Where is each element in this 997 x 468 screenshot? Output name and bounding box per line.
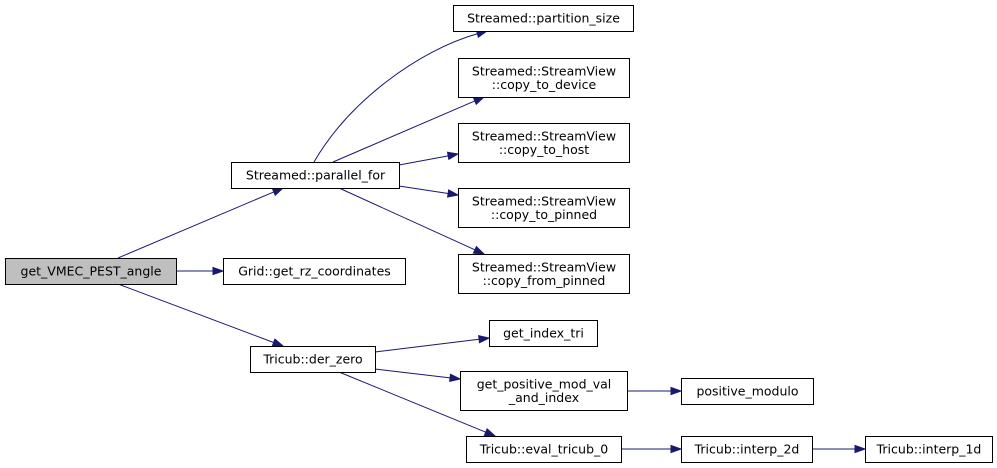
arrowhead-icon <box>446 151 460 161</box>
node-label: ::copy_to_host <box>499 142 589 157</box>
edge-line <box>398 185 449 194</box>
edge-parallel_for-to-copy_from_pinned <box>338 187 486 255</box>
node-label: _and_index <box>508 390 579 405</box>
node-interp-2d[interactable]: Tricub::interp_2d <box>681 436 813 463</box>
node-label: get_positive_mod_val <box>477 376 612 391</box>
edge-line <box>117 191 274 259</box>
edge-line <box>332 100 476 163</box>
node-copy-to-host[interactable]: Streamed::StreamView::copy_to_host <box>458 123 630 163</box>
edge-root-to-parallel_for <box>117 187 285 259</box>
node-eval-tricub-0[interactable]: Tricub::eval_tricub_0 <box>466 436 622 463</box>
node-copy-to-pinned[interactable]: Streamed::StreamView::copy_to_pinned <box>458 188 630 228</box>
node-der-zero[interactable]: Tricub::der_zero <box>250 346 376 373</box>
node-interp-1d[interactable]: Tricub::interp_1d <box>865 436 993 463</box>
node-get-index-tri[interactable]: get_index_tri <box>489 320 598 347</box>
node-label: ::copy_to_device <box>492 77 597 92</box>
node-copy-from-pinned[interactable]: Streamed::StreamView::copy_from_pinned <box>458 254 630 294</box>
node-box <box>458 123 630 163</box>
edge-line <box>338 187 476 251</box>
node-box <box>250 346 376 373</box>
edge-root-to-get_rz_coordinates <box>176 266 225 276</box>
arrowhead-icon <box>271 338 285 347</box>
edge-der_zero-to-eval_tricub_0 <box>338 371 497 437</box>
node-label: Streamed::parallel_for <box>246 168 386 183</box>
node-box <box>865 436 993 463</box>
node-get-positive-mod-val-and-index[interactable]: get_positive_mod_val_and_index <box>460 371 628 411</box>
edge-line <box>374 368 451 379</box>
node-copy-to-device[interactable]: Streamed::StreamView::copy_to_device <box>458 58 630 98</box>
node-label: Tricub::interp_2d <box>694 442 800 457</box>
node-label: Tricub::eval_tricub_0 <box>479 442 609 457</box>
node-get-rz-coordinates[interactable]: Grid::get_rz_coordinates <box>223 258 406 285</box>
node-label: Grid::get_rz_coordinates <box>238 264 391 279</box>
edge-der_zero-to-get_positive_mod_val_and_index <box>374 368 462 383</box>
arrowhead-icon <box>670 444 683 454</box>
edge-line <box>374 338 480 353</box>
node-label: ::copy_to_pinned <box>491 207 597 222</box>
node-label: Streamed::StreamView <box>472 193 616 208</box>
arrowhead-icon <box>854 444 867 454</box>
edge-parallel_for-to-copy_to_host <box>398 151 460 166</box>
node-partition-size[interactable]: Streamed::partition_size <box>453 5 634 32</box>
edge-parallel_for-to-copy_to_pinned <box>398 185 460 198</box>
edge-line <box>117 283 274 343</box>
node-box <box>460 371 628 411</box>
edge-eval_tricub_0-to-interp_2d <box>621 444 683 454</box>
edge-get_positive_mod_val_and_index-to-positive_modulo <box>627 386 683 396</box>
node-box <box>681 378 814 405</box>
node-label: get_VMEC_PEST_angle <box>21 264 162 279</box>
arrowhead-icon <box>449 373 462 383</box>
node-box <box>231 162 400 189</box>
node-box <box>5 258 177 285</box>
node-box <box>458 254 630 294</box>
node-label: get_index_tri <box>503 326 584 341</box>
edge-root-to-der_zero <box>117 283 285 347</box>
edge-line <box>338 371 486 433</box>
edge-line <box>398 155 449 166</box>
node-label: ::copy_from_pinned <box>483 273 606 288</box>
node-box <box>223 258 406 285</box>
arrowhead-icon <box>271 187 285 197</box>
node-root: get_VMEC_PEST_angle <box>5 258 177 285</box>
node-box <box>681 436 813 463</box>
node-label: Streamed::StreamView <box>472 63 616 78</box>
node-label: Streamed::StreamView <box>472 128 616 143</box>
edge-interp_2d-to-interp_1d <box>812 444 867 454</box>
node-label: Streamed::StreamView <box>472 259 616 274</box>
node-parallel-for[interactable]: Streamed::parallel_for <box>231 162 400 189</box>
node-label: Streamed::partition_size <box>467 11 620 26</box>
node-label: Tricub::der_zero <box>262 352 362 367</box>
node-positive-modulo[interactable]: positive_modulo <box>681 378 814 405</box>
call-graph-nodes: get_VMEC_PEST_angle Streamed::parallel_fo… <box>5 5 993 463</box>
node-box <box>489 320 598 347</box>
arrowhead-icon <box>670 386 683 396</box>
arrowhead-icon <box>472 96 486 106</box>
node-box <box>466 436 622 463</box>
arrowhead-icon <box>212 266 225 276</box>
edge-line <box>313 33 478 163</box>
node-label: Tricub::interp_1d <box>876 442 982 457</box>
node-label: positive_modulo <box>696 384 798 399</box>
arrowhead-icon <box>483 428 497 437</box>
arrowhead-icon <box>446 189 460 198</box>
node-box <box>453 5 634 32</box>
node-box <box>458 188 630 228</box>
arrowhead-icon <box>472 245 486 255</box>
edge-der_zero-to-get_index_tri <box>374 335 491 353</box>
arrowhead-icon <box>478 335 491 344</box>
node-box <box>458 58 630 98</box>
